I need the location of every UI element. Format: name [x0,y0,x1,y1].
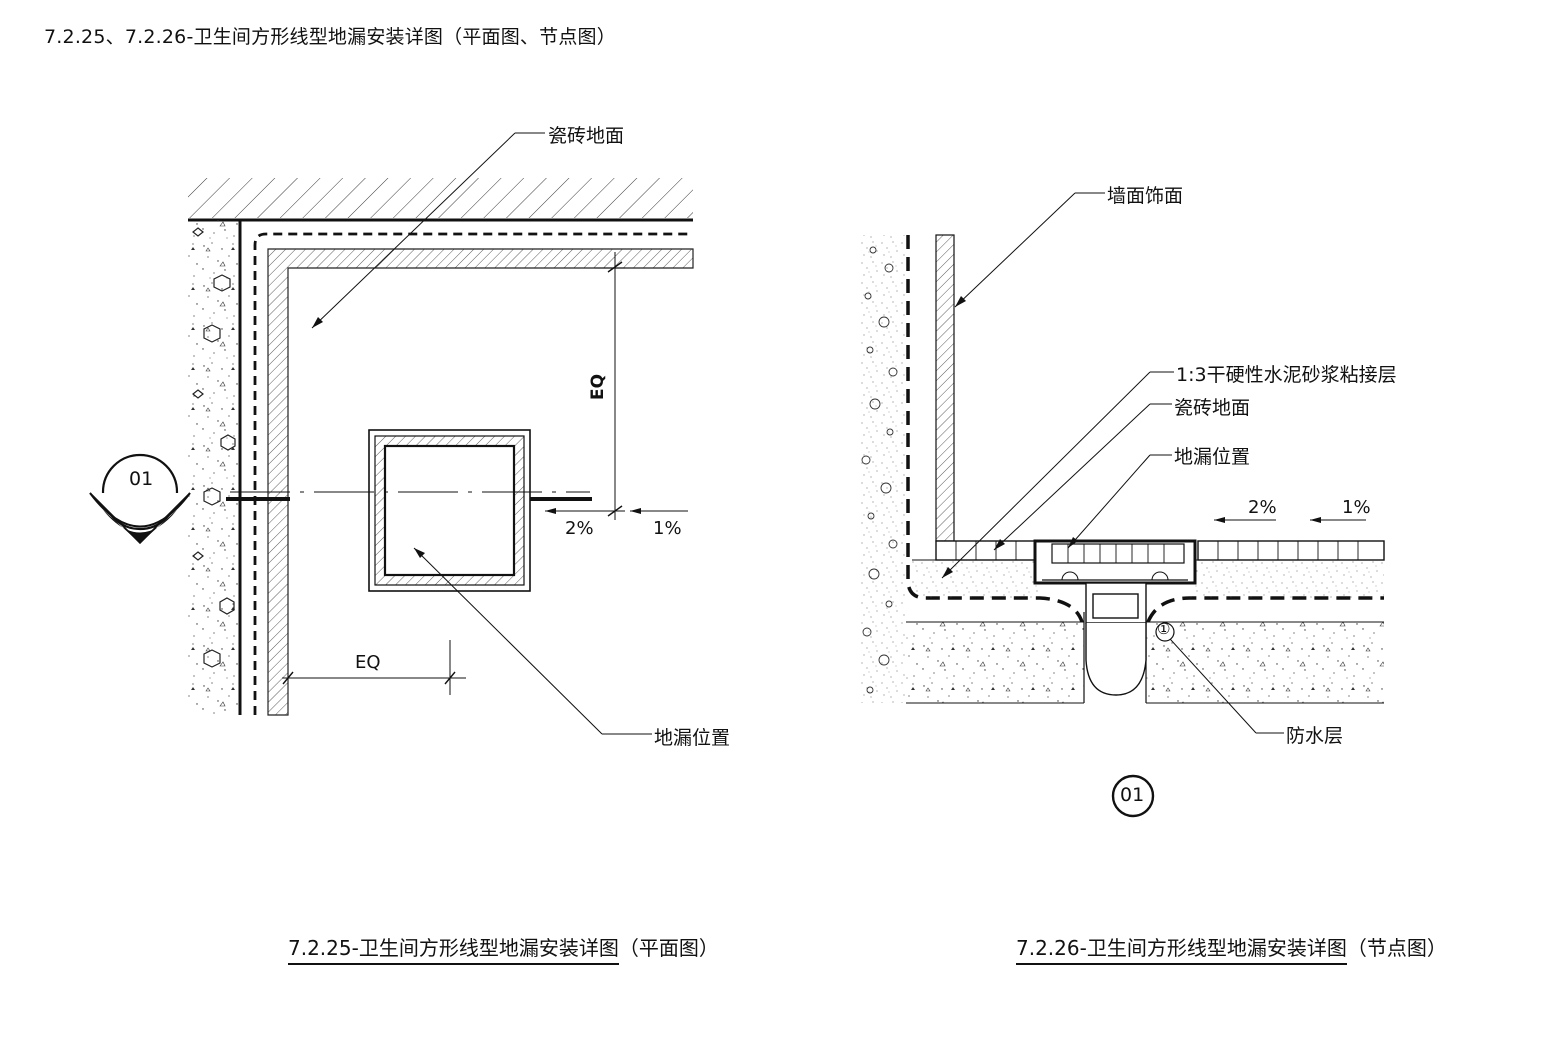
section-caption: 7.2.26-卫生间方形线型地漏安装详图（节点图） [1016,932,1447,965]
section-label-mortar-layer: 1:3干硬性水泥砂浆粘接层 [1176,364,1397,386]
plan-caption: 7.2.25-卫生间方形线型地漏安装详图（平面图） [288,932,719,965]
section-detail-mark: 01 [1120,784,1145,806]
plan-slope-1: 1% [653,518,682,539]
section-view [858,192,1385,818]
plan-slope-2: 2% [565,518,594,539]
section-label-tile-floor: 瓷砖地面 [1174,397,1251,419]
section-caption-suffix: （节点图） [1346,936,1447,960]
section-slope-1: 1% [1342,497,1371,518]
plan-dim-eq-horizontal: EQ [355,652,381,673]
plan-view [89,132,694,735]
section-caption-main: 7.2.26-卫生间方形线型地漏安装详图 [1016,936,1347,965]
plan-caption-suffix: （平面图） [618,936,719,960]
section-label-waterproof: 防水层 [1286,725,1344,747]
plan-dim-eq-vertical: EQ [588,373,609,401]
plan-caption-main: 7.2.25-卫生间方形线型地漏安装详图 [288,936,619,965]
section-marker-1: ① [1157,620,1171,638]
page-title: 7.2.25、7.2.26-卫生间方形线型地漏安装详图（平面图、节点图） [44,26,616,48]
plan-label-drain-position: 地漏位置 [654,727,731,749]
section-label-drain-position: 地漏位置 [1174,446,1251,468]
section-slope-2: 2% [1248,497,1277,518]
section-label-wall-finish: 墙面饰面 [1107,185,1184,207]
plan-section-mark: 01 [129,468,154,490]
plan-label-tile-floor: 瓷砖地面 [548,125,625,147]
